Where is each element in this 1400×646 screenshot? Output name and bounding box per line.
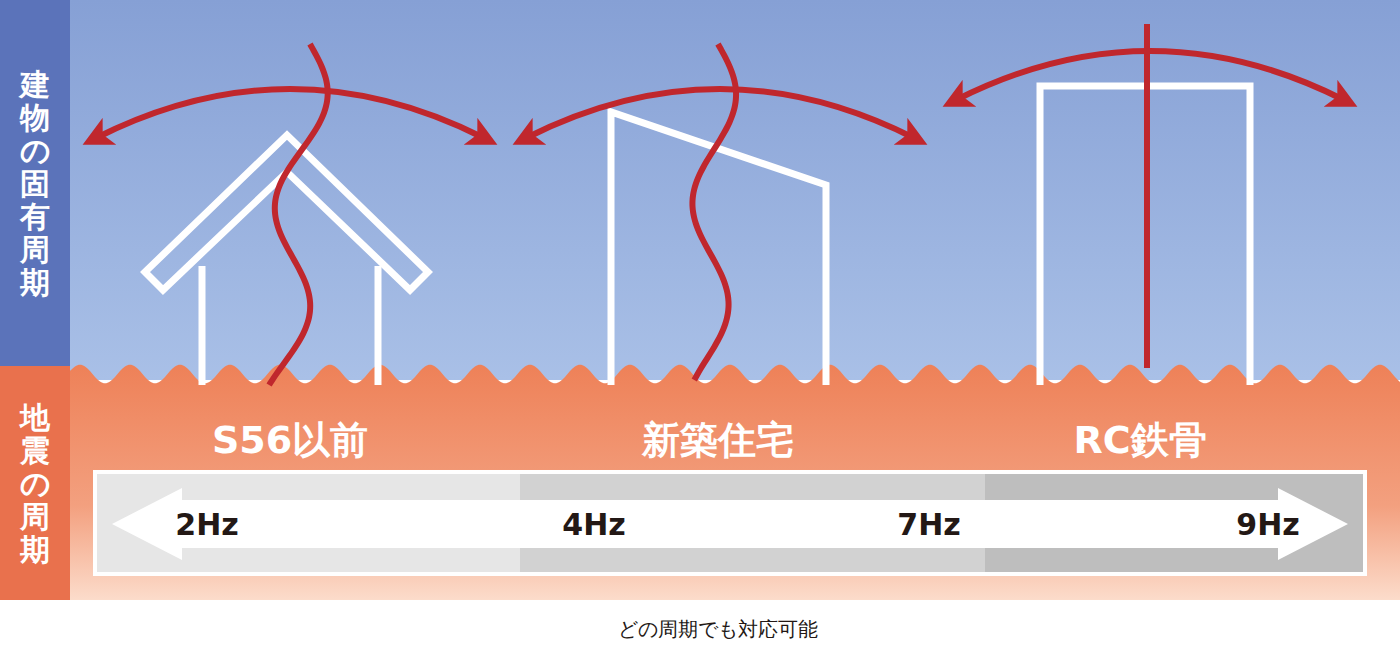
sway-arrows <box>96 51 1344 138</box>
vibration-lines <box>269 24 1147 385</box>
frequency-bar <box>95 472 1365 574</box>
vertical-heading: 建物の固有周期 <box>20 68 50 299</box>
frequency-label: 9Hz <box>1236 507 1299 542</box>
building-label: S56以前 <box>212 415 368 466</box>
building-label: 新築住宅 <box>642 415 794 466</box>
earth-ground <box>70 365 1400 600</box>
caption: どの周期でも対応可能 <box>618 616 818 643</box>
building-period-band: 建物の固有周期 <box>0 0 70 366</box>
frequency-label: 4Hz <box>562 507 625 542</box>
frequency-label: 2Hz <box>175 507 238 542</box>
building-label: RC鉄骨 <box>1073 415 1206 466</box>
vertical-heading: 地震の周期 <box>20 401 50 566</box>
sky-ground <box>0 0 1400 380</box>
earthquake-period-band: 地震の周期 <box>0 366 70 600</box>
frequency-label: 7Hz <box>897 507 960 542</box>
